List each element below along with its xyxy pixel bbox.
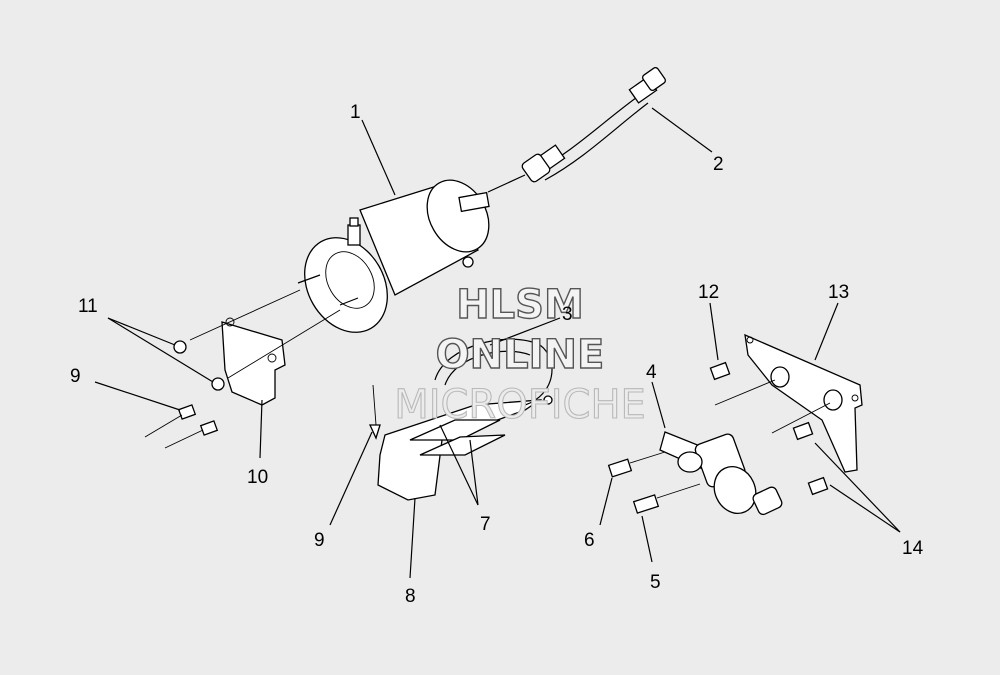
mounting-plate-part	[144, 289, 341, 449]
callout-6: 6	[584, 530, 595, 551]
callout-1: 1	[350, 102, 361, 123]
leader-12	[709, 302, 719, 361]
callout-9-left: 9	[70, 366, 81, 387]
support-bracket-part	[368, 338, 553, 501]
leader-13	[814, 302, 839, 361]
wire-harness-part	[487, 66, 667, 193]
callout-11: 11	[78, 296, 98, 317]
watermark-line-1: HLSM	[456, 282, 584, 328]
starter-motor-part	[297, 179, 490, 333]
watermark-line-2: ONLINE	[436, 332, 605, 378]
callout-4: 4	[646, 362, 657, 383]
leader-9b	[329, 431, 373, 526]
leader-14b	[814, 442, 901, 533]
drive-assembly-part	[607, 431, 783, 516]
leader-4	[651, 381, 666, 429]
leader-1	[361, 119, 396, 196]
callout-5: 5	[650, 572, 661, 593]
leader-8	[409, 497, 416, 579]
callout-3: 3	[562, 304, 573, 325]
callout-7: 7	[480, 514, 491, 535]
leader-9a	[94, 381, 181, 411]
callout-12: 12	[698, 282, 719, 303]
leader-5	[641, 515, 653, 563]
callout-14: 14	[902, 538, 924, 559]
leader-11a	[107, 317, 176, 346]
callout-13: 13	[828, 282, 849, 303]
leader-11b	[107, 317, 214, 383]
watermark-line-3: MICROFICHE	[394, 382, 646, 428]
right-bracket-part	[709, 333, 863, 496]
leader-10	[259, 399, 263, 459]
callout-10: 10	[247, 467, 268, 488]
leader-7b	[469, 439, 479, 506]
leader-14a	[829, 484, 901, 533]
leader-3	[489, 317, 561, 346]
callout-2: 2	[713, 154, 724, 175]
leader-7a	[439, 424, 479, 506]
callout-9-bottom: 9	[314, 530, 325, 551]
leader-2	[651, 107, 713, 153]
leader-6	[599, 477, 613, 526]
callout-8: 8	[405, 586, 416, 607]
